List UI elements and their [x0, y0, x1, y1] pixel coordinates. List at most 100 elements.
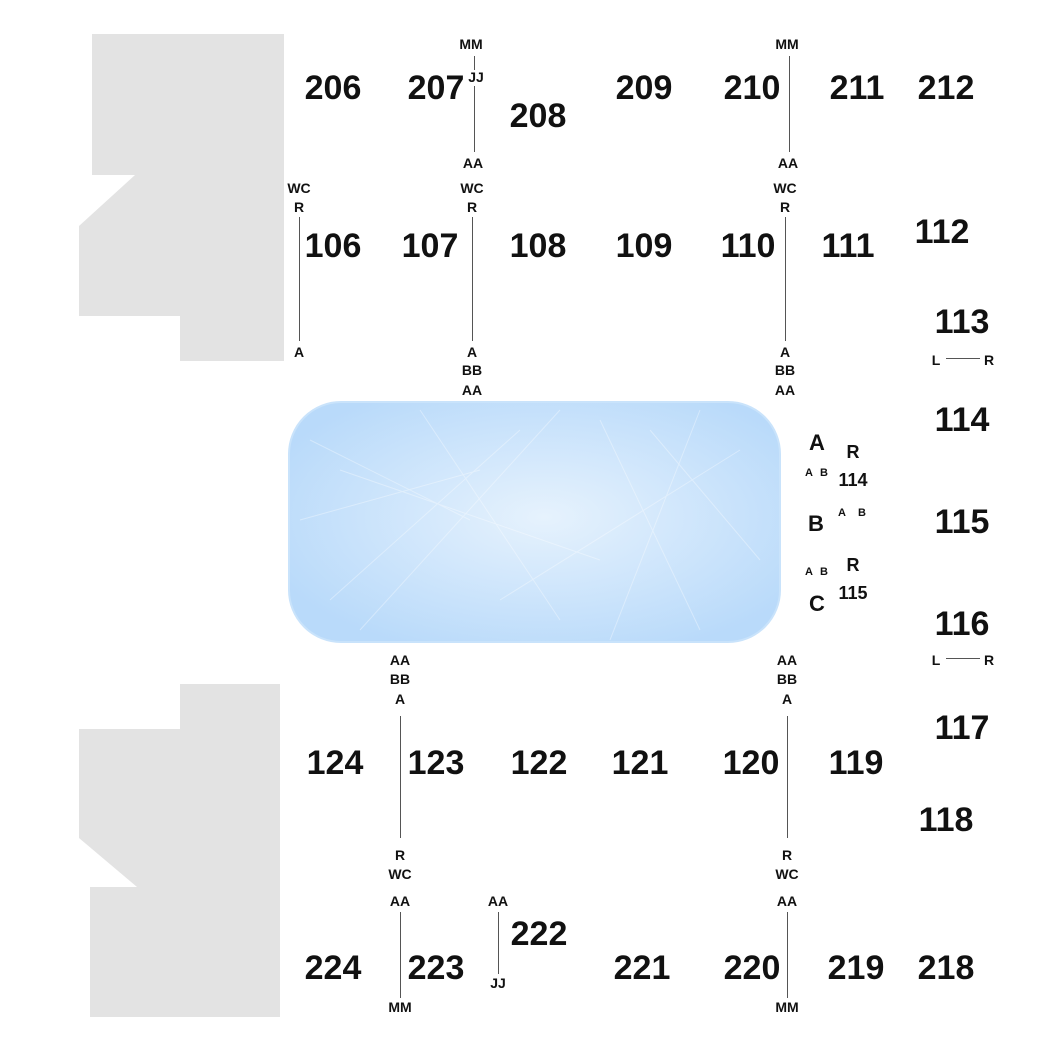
row-label-l: L [931, 652, 941, 668]
row-label-wc: WC [775, 866, 799, 882]
section-212[interactable]: 212 [917, 69, 975, 107]
row-label-aa: AA [777, 155, 799, 171]
upper-left-structure [79, 34, 284, 361]
row-label-aa: AA [776, 652, 798, 668]
section-107[interactable]: 107 [401, 227, 459, 265]
row-label-jj: JJ [490, 975, 506, 991]
section-109[interactable]: 109 [615, 227, 673, 265]
row-label-aa: AA [389, 652, 411, 668]
row-label-b: B [858, 507, 866, 519]
row-label-r: R [983, 352, 995, 368]
row-label-r: R [394, 847, 406, 863]
row-label-l: L [931, 352, 941, 368]
row-label-aa: AA [462, 155, 484, 171]
box-label-b: B [808, 511, 824, 536]
row-label-wc: WC [388, 866, 412, 882]
row-label-b: B [820, 566, 828, 578]
row-label-wc: WC [773, 180, 797, 196]
section-220[interactable]: 220 [723, 949, 781, 987]
section-224[interactable]: 224 [304, 949, 362, 987]
section-209[interactable]: 209 [615, 69, 673, 107]
row-label-a: A [466, 344, 478, 360]
section-121[interactable]: 121 [611, 744, 669, 782]
ice-scratch-texture [299, 409, 761, 641]
rinkside-section-114: 114 [838, 470, 868, 490]
row-label-r: R [466, 199, 478, 215]
row-label-r: R [293, 199, 305, 215]
section-112[interactable]: 112 [914, 213, 970, 251]
ice-rink [288, 401, 781, 643]
row-label-r: R [779, 199, 791, 215]
section-221[interactable]: 221 [613, 949, 671, 987]
section-207[interactable]: 207 [407, 69, 465, 107]
section-111[interactable]: 111 [821, 227, 875, 265]
row-label-r: R [846, 442, 860, 462]
row-label-aa: AA [487, 893, 509, 909]
section-116[interactable]: 116 [934, 605, 990, 643]
section-218[interactable]: 218 [917, 949, 975, 987]
aisle-line-220 [787, 912, 788, 998]
row-label-a: A [838, 507, 846, 519]
section-208[interactable]: 208 [509, 97, 567, 135]
row-label-a: A [293, 344, 305, 360]
box-label-a: A [809, 430, 825, 455]
section-106[interactable]: 106 [304, 227, 362, 265]
aisle-line-123 [400, 716, 401, 838]
row-label-a: A [779, 344, 791, 360]
row-label-aa: AA [776, 893, 798, 909]
row-label-mm: MM [388, 999, 412, 1015]
row-label-bb: BB [389, 671, 411, 687]
row-label-a: A [805, 467, 813, 479]
section-124[interactable]: 124 [306, 744, 364, 782]
section-122[interactable]: 122 [510, 744, 568, 782]
section-211[interactable]: 211 [829, 69, 885, 107]
rinkside-section-115: 115 [838, 583, 868, 603]
row-label-a: A [805, 566, 813, 578]
aisle-line-113 [946, 358, 980, 359]
row-label-aa: AA [774, 382, 796, 398]
row-label-aa: AA [389, 893, 411, 909]
aisle-line-207-lower [474, 86, 475, 152]
section-108[interactable]: 108 [509, 227, 567, 265]
section-117[interactable]: 117 [934, 709, 990, 747]
row-label-r: R [846, 555, 860, 575]
row-label-mm: MM [775, 999, 799, 1015]
section-113[interactable]: 113 [934, 303, 990, 341]
row-label-a: A [394, 691, 406, 707]
section-123[interactable]: 123 [407, 744, 465, 782]
section-206[interactable]: 206 [304, 69, 362, 107]
row-label-mm: MM [775, 36, 799, 52]
aisle-line-207 [474, 56, 475, 70]
row-label-r: R [781, 847, 793, 863]
aisle-line-222 [498, 912, 499, 974]
row-label-b: B [820, 467, 828, 479]
aisle-line-107 [472, 217, 473, 341]
lower-left-structure [79, 684, 280, 1017]
box-label-c: C [809, 591, 825, 616]
row-label-bb: BB [774, 362, 796, 378]
section-119[interactable]: 119 [828, 744, 884, 782]
aisle-line-223 [400, 912, 401, 998]
section-114[interactable]: 114 [934, 401, 990, 439]
row-label-bb: BB [461, 362, 483, 378]
aisle-line-106 [299, 217, 300, 341]
section-110[interactable]: 110 [720, 227, 776, 265]
row-label-aa: AA [461, 382, 483, 398]
section-223[interactable]: 223 [407, 949, 465, 987]
aisle-line-210 [789, 56, 790, 152]
row-label-mm: MM [459, 36, 483, 52]
row-label-jj: JJ [468, 69, 484, 85]
section-118[interactable]: 118 [918, 801, 974, 839]
aisle-line-110 [785, 217, 786, 341]
section-120[interactable]: 120 [722, 744, 780, 782]
row-label-a: A [781, 691, 793, 707]
section-210[interactable]: 210 [723, 69, 781, 107]
section-222[interactable]: 222 [510, 915, 568, 953]
section-115[interactable]: 115 [934, 503, 990, 541]
aisle-line-116 [946, 658, 980, 659]
aisle-line-120 [787, 716, 788, 838]
section-219[interactable]: 219 [827, 949, 885, 987]
row-label-bb: BB [776, 671, 798, 687]
